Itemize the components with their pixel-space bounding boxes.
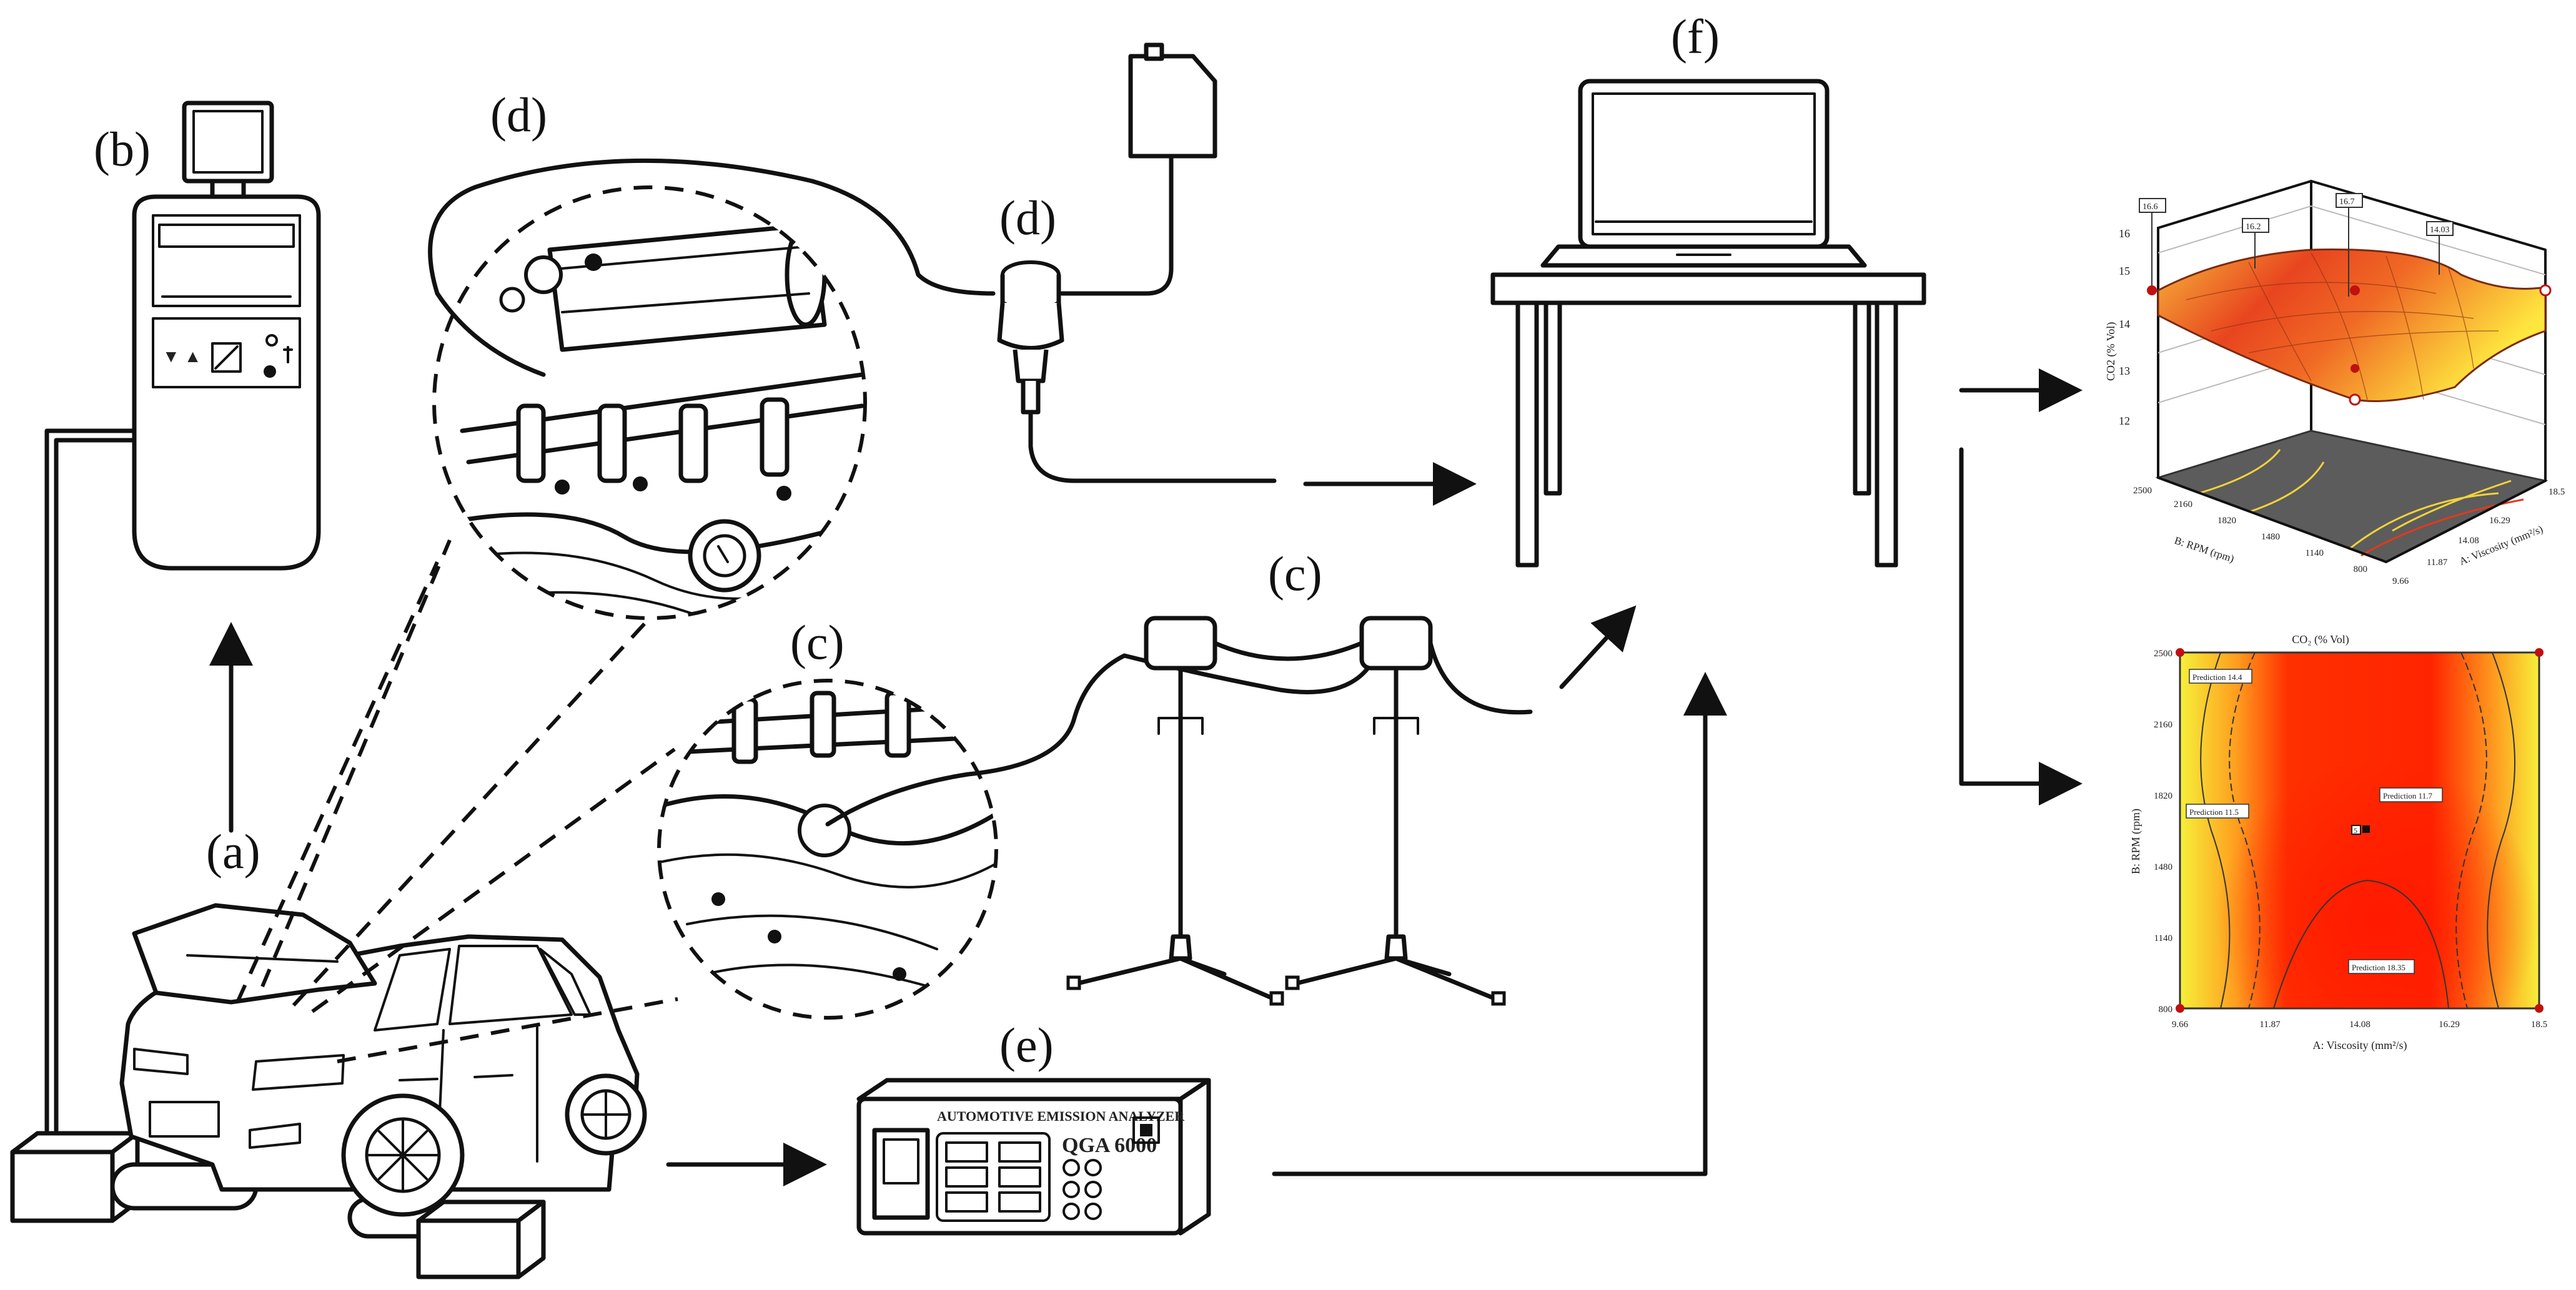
zoom-lines-to-inset-c bbox=[311, 747, 678, 1063]
svg-text:Prediction 11.5: Prediction 11.5 bbox=[2189, 807, 2239, 817]
svg-text:Prediction 11.7: Prediction 11.7 bbox=[2383, 791, 2432, 800]
surface-plot: 16.6 16.2 16.7 14.03 16 15 14 13 12 CO2 … bbox=[2104, 180, 2565, 586]
contour-y-ticks: 2500 2160 1820 1480 1140 800 bbox=[2154, 649, 2172, 1015]
arrow-stands-to-computer bbox=[1559, 605, 1637, 689]
svg-text:16.29: 16.29 bbox=[2489, 516, 2510, 526]
svg-text:1480: 1480 bbox=[2261, 532, 2280, 542]
flag-3: 16.7 bbox=[2339, 197, 2355, 207]
contour-center-label: 5 bbox=[2354, 826, 2357, 835]
svg-text:9.66: 9.66 bbox=[2172, 1020, 2189, 1030]
svg-text:14.08: 14.08 bbox=[2349, 1020, 2370, 1030]
contour-title: CO₂ (% Vol) bbox=[2292, 633, 2349, 646]
sensor-stand-2 bbox=[1285, 616, 1506, 1006]
surface-x-ticks: 9.66 11.87 14.08 16.29 18.5 bbox=[2392, 487, 2565, 586]
label-e: (e) bbox=[999, 1018, 1054, 1072]
svg-text:11.87: 11.87 bbox=[2427, 558, 2448, 568]
surface-z-axis-label: CO2 (% Vol) bbox=[2104, 322, 2118, 381]
dyno-console: ▼ ▲ bbox=[132, 101, 321, 571]
svg-text:1820: 1820 bbox=[2217, 516, 2236, 526]
svg-text:1140: 1140 bbox=[2154, 933, 2172, 943]
surface-y-ticks: 2500 2160 1820 1480 1140 800 bbox=[2133, 486, 2367, 574]
label-b: (b) bbox=[94, 122, 151, 176]
car-on-dyno bbox=[10, 903, 647, 1279]
label-c-inset: (c) bbox=[790, 615, 845, 669]
svg-text:2500: 2500 bbox=[2133, 486, 2152, 496]
svg-text:1140: 1140 bbox=[2306, 548, 2324, 558]
svg-text:▼ ▲: ▼ ▲ bbox=[162, 347, 201, 367]
svg-text:18.5: 18.5 bbox=[2549, 487, 2565, 497]
svg-text:1820: 1820 bbox=[2154, 791, 2172, 801]
cable-between-stands bbox=[1212, 641, 1364, 661]
svg-text:12: 12 bbox=[2119, 415, 2130, 427]
analyzer-panel-text: AUTOMOTIVE EMISSION ANALYZER bbox=[937, 1108, 1185, 1124]
svg-text:15: 15 bbox=[2119, 265, 2130, 277]
sensor-stand-1 bbox=[1066, 616, 1284, 1006]
surface-plot-flags: 16.6 16.2 16.7 14.03 bbox=[2139, 193, 2552, 406]
svg-text:18.5: 18.5 bbox=[2531, 1020, 2547, 1030]
contour-predictions: Prediction 14.4 Prediction 11.7 Predicti… bbox=[2186, 669, 2443, 974]
line-analyzer-to-computer bbox=[1272, 672, 1727, 1176]
label-c-top: (c) bbox=[1268, 546, 1322, 601]
label-f: (f) bbox=[1671, 9, 1720, 64]
label-d-mid: (d) bbox=[999, 190, 1056, 245]
zoom-lines-to-inset-d bbox=[235, 539, 651, 1007]
contour-x-axis-label: A: Viscosity (mm²/s) bbox=[2313, 1039, 2407, 1052]
flag-4: 14.03 bbox=[2430, 225, 2450, 235]
contour-plot: CO₂ (% Vol) 5 Prediction 14.4 Prediction… bbox=[2129, 633, 2547, 1052]
flag-2: 16.2 bbox=[2246, 222, 2261, 232]
svg-text:Prediction 14.4: Prediction 14.4 bbox=[2192, 672, 2242, 682]
contour-x-ticks: 9.66 11.87 14.08 16.29 18.5 bbox=[2172, 1020, 2547, 1030]
analyzer-model: QGA 6000 bbox=[1062, 1134, 1157, 1157]
label-a: (a) bbox=[206, 824, 260, 879]
flag-1: 16.6 bbox=[2143, 202, 2158, 212]
svg-text:16: 16 bbox=[2119, 227, 2130, 240]
svg-text:Prediction 18.35: Prediction 18.35 bbox=[2352, 963, 2405, 972]
svg-text:9.66: 9.66 bbox=[2392, 576, 2409, 586]
label-d-top: (d) bbox=[490, 87, 547, 142]
engine-inset-c bbox=[657, 679, 998, 1020]
svg-text:2500: 2500 bbox=[2154, 649, 2172, 659]
arrow-computer-to-contour-plot bbox=[1959, 447, 2083, 805]
surface-plot-base bbox=[2155, 430, 2549, 563]
svg-text:11.87: 11.87 bbox=[2259, 1020, 2281, 1030]
engine-inset-d bbox=[432, 185, 867, 620]
svg-text:2160: 2160 bbox=[2174, 500, 2192, 510]
emission-analyzer: AUTOMOTIVE EMISSION ANALYZER QGA 6000 bbox=[856, 1078, 1211, 1236]
surface-z-ticks: 16 15 14 13 12 bbox=[2119, 227, 2130, 427]
svg-text:14.08: 14.08 bbox=[2458, 536, 2479, 546]
svg-text:2160: 2160 bbox=[2154, 720, 2172, 730]
response-surface bbox=[2157, 249, 2547, 402]
svg-text:14: 14 bbox=[2119, 318, 2130, 330]
surface-y-axis-label: B: RPM (rpm) bbox=[2173, 534, 2236, 565]
fuel-flow-sensor bbox=[997, 42, 1277, 483]
svg-text:16.29: 16.29 bbox=[2439, 1020, 2460, 1030]
cable-stand-to-arrow bbox=[1428, 641, 1533, 715]
cable-engine-to-sensor-d bbox=[428, 158, 996, 377]
cable-engine-to-stands bbox=[825, 653, 1383, 827]
console-cable bbox=[44, 428, 137, 1133]
svg-text:800: 800 bbox=[2159, 1005, 2173, 1015]
svg-text:1480: 1480 bbox=[2154, 862, 2172, 872]
laptop-on-table bbox=[1490, 79, 1926, 568]
svg-text:800: 800 bbox=[2354, 564, 2368, 574]
contour-y-axis-label: B: RPM (rpm) bbox=[2129, 809, 2143, 874]
svg-text:13: 13 bbox=[2119, 365, 2130, 377]
